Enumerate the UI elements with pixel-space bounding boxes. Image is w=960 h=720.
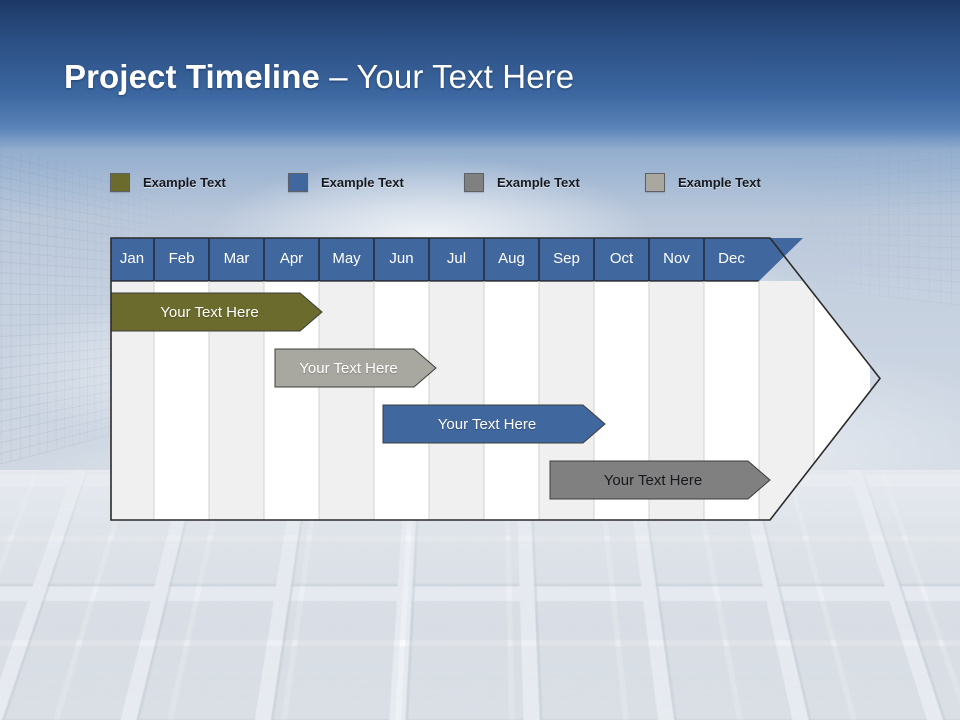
month-header-fill <box>111 238 803 281</box>
month-header-label[interactable]: May <box>332 250 361 267</box>
legend-item-label: Example Text <box>143 174 226 190</box>
month-column-fill <box>484 281 539 520</box>
timeline-arrow-canvas <box>110 237 882 521</box>
legend-item-label: Example Text <box>678 174 761 190</box>
month-column-fill <box>429 281 484 520</box>
month-header-label[interactable]: Oct <box>609 250 634 267</box>
task-bar-label: Your Text Here <box>603 471 703 489</box>
month-header-label[interactable]: Dec <box>718 250 745 267</box>
page-title-strong: Project Timeline <box>64 58 320 95</box>
month-header-label[interactable]: Sep <box>553 250 580 267</box>
month-header-label[interactable]: Apr <box>279 250 304 267</box>
task-bar-label: Your Text Here <box>437 415 537 433</box>
month-column-fill <box>319 281 374 520</box>
legend-item[interactable]: Example Text <box>288 168 404 196</box>
page-title-light: Your Text Here <box>356 58 575 95</box>
legend-item-label: Example Text <box>497 174 580 190</box>
month-column-fill <box>374 281 429 520</box>
month-header-label[interactable]: Jul <box>446 250 467 267</box>
task-bar[interactable]: Your Text Here <box>550 461 770 499</box>
month-header-label[interactable]: Jun <box>389 250 414 267</box>
legend-swatch-icon <box>110 172 130 192</box>
page-title: Project Timeline – Your Text Here <box>64 58 574 96</box>
legend: Example Text Example Text Example Text Exam… <box>110 168 900 198</box>
task-bar[interactable]: Your Text Here <box>383 405 605 443</box>
task-bars <box>110 292 771 500</box>
month-header-label[interactable]: Feb <box>168 250 195 267</box>
legend-swatch-icon <box>288 172 308 192</box>
task-bar[interactable]: Your Text Here <box>111 293 322 331</box>
title-band: Project Timeline – Your Text Here <box>0 0 960 128</box>
chart-arrow-outline <box>110 237 882 521</box>
task-bar[interactable]: Your Text Here <box>275 349 436 387</box>
task-bar-shape[interactable] <box>382 404 606 444</box>
legend-swatch-icon <box>645 172 665 192</box>
month-header-label[interactable]: Mar <box>223 250 250 267</box>
month-header-bar <box>111 238 803 282</box>
task-bar-label: Your Text Here <box>160 303 259 321</box>
task-bar-shape[interactable] <box>274 348 437 388</box>
task-bar-label: Your Text Here <box>299 359 398 377</box>
legend-item[interactable]: Example Text <box>645 168 761 196</box>
month-header-label[interactable]: Aug <box>498 250 525 267</box>
month-header-label[interactable]: Nov <box>663 250 690 267</box>
legend-item[interactable]: Example Text <box>110 168 226 196</box>
legend-item[interactable]: Example Text <box>464 168 580 196</box>
legend-swatch-icon <box>464 172 484 192</box>
task-bar-shape[interactable] <box>549 460 771 500</box>
page-title-dash: – <box>319 58 357 95</box>
month-header-label[interactable]: Jan <box>119 250 145 267</box>
legend-item-label: Example Text <box>321 174 404 190</box>
